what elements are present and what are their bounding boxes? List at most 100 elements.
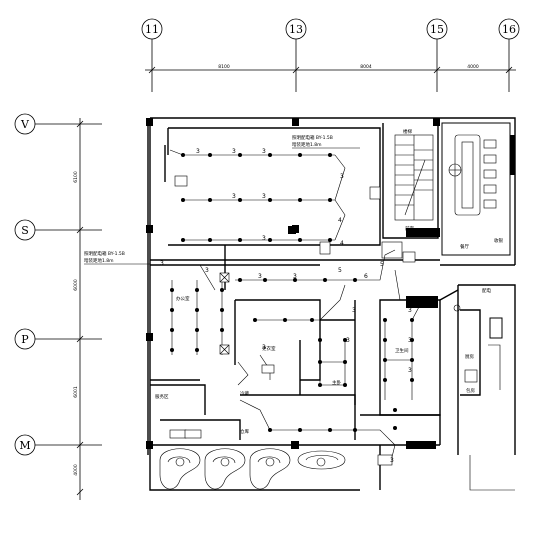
circuit-number: 3 <box>232 148 236 155</box>
building-walls <box>147 117 516 491</box>
left-grid-axes <box>14 113 102 500</box>
distribution-panel <box>319 241 331 255</box>
column <box>510 135 515 175</box>
distribution-panel <box>174 175 188 187</box>
room-label-cold: 冷藏 <box>240 390 249 397</box>
note-1-line-1: 照明配电箱 BY-1.5B <box>292 134 333 141</box>
light-fixture <box>268 238 272 242</box>
circuit-number: 3 <box>160 260 164 267</box>
right-lower-details <box>453 304 515 491</box>
light-fixture <box>318 383 322 387</box>
light-fixture <box>298 238 302 242</box>
light-fixtures <box>170 153 414 449</box>
light-fixture <box>318 338 322 342</box>
light-fixture <box>170 348 174 352</box>
light-fixture <box>208 238 212 242</box>
dining-furniture <box>448 134 497 216</box>
light-fixture <box>343 360 347 364</box>
circuit-number: 5 <box>338 267 342 274</box>
light-fixture <box>268 428 272 432</box>
circuit-number: 3 <box>390 457 394 464</box>
column <box>406 228 440 237</box>
circuit-number: 3 <box>258 273 262 280</box>
column <box>146 333 153 341</box>
shaft <box>489 317 503 339</box>
light-fixture <box>253 318 257 322</box>
circuit-numbers: 3 3 3 3 3 3 4 3 3 5 6 5 3 3 3 3 3 3 3 4 … <box>160 148 412 464</box>
circuit-number: 3 <box>196 148 200 155</box>
circuit-number: 4 <box>338 217 342 224</box>
distribution-panel <box>377 454 393 466</box>
axis-label-11: 11 <box>145 23 159 36</box>
circuit-number: 3 <box>262 235 266 242</box>
light-fixture <box>263 278 267 282</box>
ceiling-fixture <box>291 441 299 449</box>
toilet-room <box>381 241 403 259</box>
light-fixture <box>393 408 397 412</box>
axis-label-13: 13 <box>289 23 303 36</box>
room-label-kitchen: 厨房 <box>465 353 474 360</box>
light-fixture <box>181 153 185 157</box>
light-fixture <box>328 198 332 202</box>
left-dim-3: 6001 <box>73 386 79 398</box>
light-fixture <box>181 198 185 202</box>
light-fixture <box>410 378 414 382</box>
distribution-panel <box>369 186 381 200</box>
axis-label-16: 16 <box>502 23 516 36</box>
top-dim-2: 8004 <box>360 64 372 70</box>
room-label-cashier: 收银 <box>494 237 503 244</box>
circuit-number: 3 <box>205 267 209 274</box>
note-1-line-2: 暗装距地1.8m <box>292 141 322 148</box>
circuit-number: 3 <box>262 148 266 155</box>
column <box>292 118 299 126</box>
light-fixture <box>328 238 332 242</box>
circuit-number: 3 <box>352 307 356 314</box>
circuit-number: 5 <box>380 261 384 268</box>
circuit-number: 3 <box>340 173 344 180</box>
light-fixture <box>410 358 414 362</box>
light-fixture <box>343 383 347 387</box>
light-fixture <box>195 288 199 292</box>
note-2-line-2: 暗装距地1.8m <box>84 257 114 264</box>
light-fixture <box>328 153 332 157</box>
circuit-number: 3 <box>262 193 266 200</box>
circuit-number: 3 <box>408 337 412 344</box>
light-fixture <box>393 426 397 430</box>
room-label-office: 办公室 <box>176 295 190 302</box>
annotations: 照明配电箱 BY-1.5B 暗装距地1.8m 照明配电箱 BY-1.5B 暗装距… <box>84 134 360 265</box>
axis-label-15: 15 <box>430 23 444 36</box>
circuit-number: 3 <box>346 337 350 344</box>
light-fixture <box>310 318 314 322</box>
room-label-storage: 仓库 <box>240 428 249 435</box>
light-fixture <box>298 198 302 202</box>
light-fixture <box>293 278 297 282</box>
room-label-locker: 更衣室 <box>262 345 276 352</box>
booth-seating <box>159 448 346 490</box>
circuit-number: 3 <box>232 193 236 200</box>
light-fixture <box>195 348 199 352</box>
light-fixture <box>238 238 242 242</box>
light-fixture <box>343 338 347 342</box>
ceiling-fixture <box>288 226 296 234</box>
left-dim-2: 6000 <box>73 279 79 291</box>
room-label-stairs: 楼梯 <box>403 128 412 135</box>
light-fixture <box>383 378 387 382</box>
distribution-panel <box>261 364 275 374</box>
light-fixture <box>268 198 272 202</box>
circuit-number: 6 <box>364 273 368 280</box>
room-label-master: 主卧 <box>332 379 341 386</box>
light-fixture <box>410 318 414 322</box>
light-fixture <box>195 308 199 312</box>
axis-label-s: S <box>21 224 29 237</box>
light-fixture <box>238 153 242 157</box>
light-fixture <box>298 153 302 157</box>
light-fixture <box>268 153 272 157</box>
distribution-panel <box>464 369 478 383</box>
light-fixture <box>328 428 332 432</box>
left-dim-4: 4000 <box>73 464 79 476</box>
light-fixture <box>383 318 387 322</box>
light-fixture <box>170 328 174 332</box>
axis-label-v: V <box>20 118 30 131</box>
light-fixture <box>283 318 287 322</box>
distribution-panel <box>184 429 202 439</box>
